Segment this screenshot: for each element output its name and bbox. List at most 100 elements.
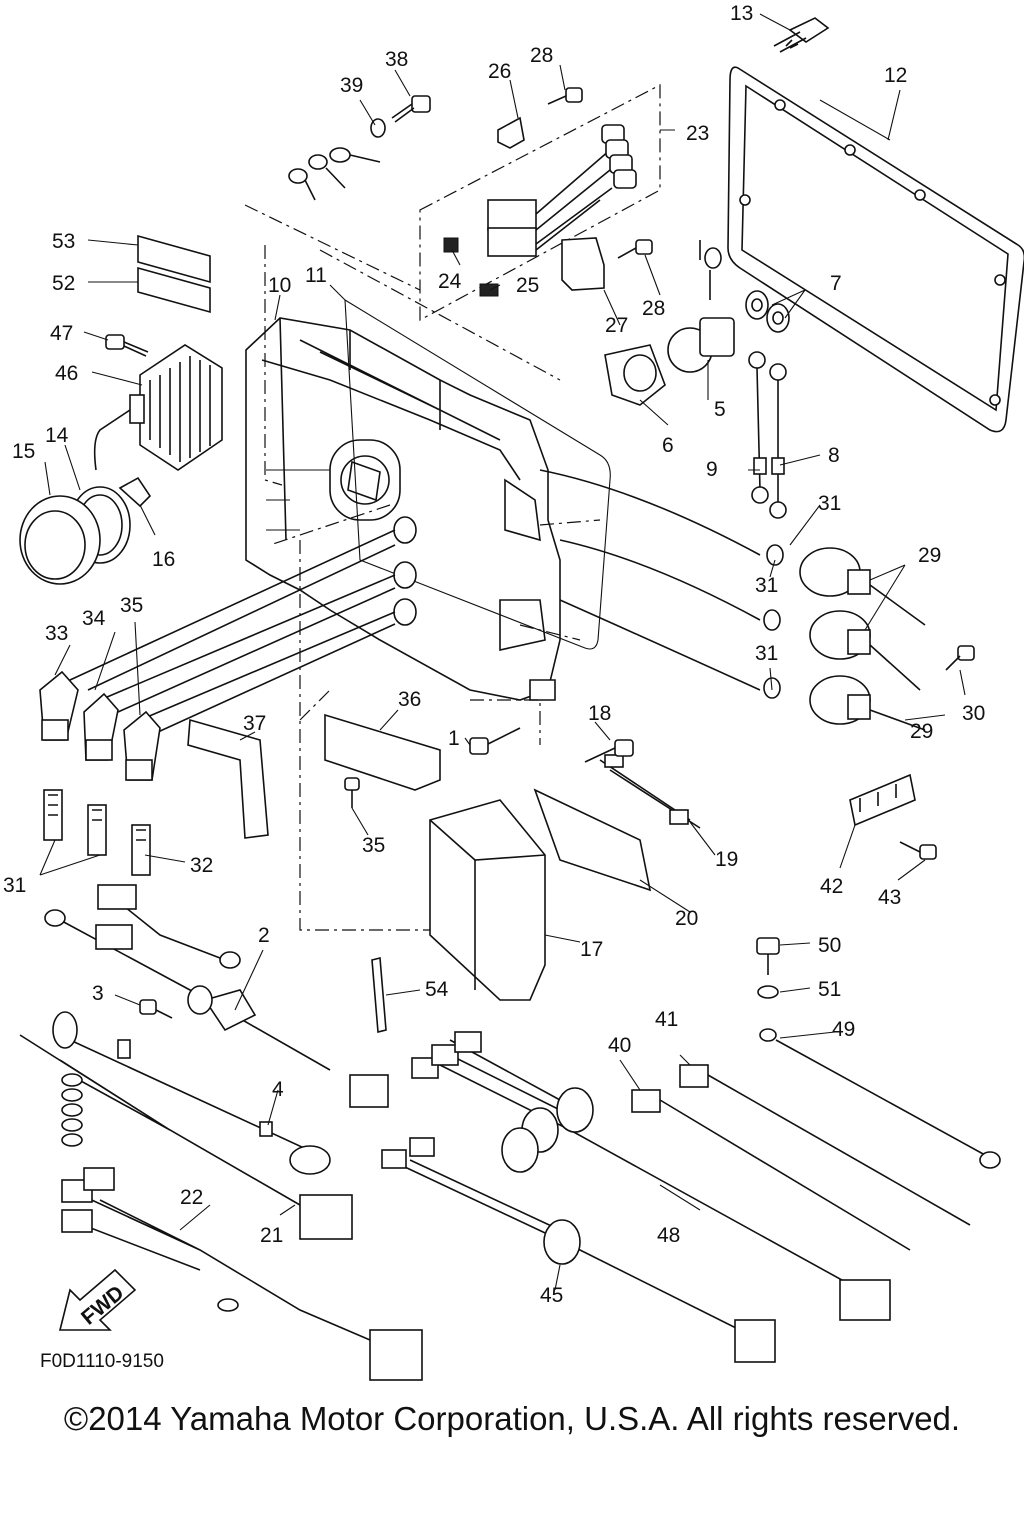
bolt-39-washer-40	[288, 95, 431, 201]
bolt-30	[945, 645, 975, 671]
callout-24: 24	[438, 270, 462, 293]
callout-18: 18	[588, 702, 611, 725]
callout-17: 17	[580, 938, 603, 961]
box-gasket	[344, 298, 611, 650]
cable-4	[52, 1011, 331, 1175]
holder-36	[324, 713, 441, 791]
callout-22: 22	[180, 1186, 203, 1209]
callout-48: 48	[657, 1224, 680, 1247]
callout-44: 43	[878, 886, 901, 909]
callout-28a: 28	[530, 44, 553, 67]
callout-39: 38	[385, 48, 408, 71]
screw-13	[773, 17, 830, 53]
callout-1: 1	[448, 727, 460, 750]
callout-38: 37	[243, 712, 266, 735]
bracket-27	[561, 237, 605, 291]
cover-gasket	[727, 66, 1024, 433]
group-box-23	[419, 84, 661, 322]
bolt-37	[344, 777, 360, 808]
callout-52: 52	[52, 272, 75, 295]
leader-lines	[39, 13, 966, 1291]
bracket-43	[849, 773, 937, 860]
terminal-caps-7	[745, 290, 790, 333]
diagram-code: F0D1110-9150	[40, 1351, 164, 1372]
callout-31c: 31	[755, 642, 778, 665]
screw-3	[139, 999, 173, 1019]
callout-32: 33	[45, 622, 68, 645]
harness-21	[19, 1034, 353, 1240]
spark-plugs	[43, 789, 151, 876]
bracket-20	[533, 739, 701, 892]
guide-lines	[244, 204, 601, 931]
callout-28b: 28	[642, 297, 665, 320]
callout-8: 8	[828, 444, 840, 467]
callout-5: 5	[714, 398, 726, 421]
callout-6: 6	[662, 434, 674, 457]
callout-2: 2	[258, 924, 270, 947]
callout-26: 26	[488, 60, 511, 83]
callout-9: 9	[706, 458, 718, 481]
callout-31a: 31	[818, 492, 841, 515]
cap-14-15	[19, 486, 131, 585]
bolts-28	[547, 87, 653, 259]
spark-plug-caps	[39, 529, 396, 781]
bolt-1	[469, 727, 521, 755]
callout-25: 25	[516, 274, 539, 297]
callout-46: 46	[55, 362, 78, 385]
box-grommets	[393, 516, 417, 626]
callout-12: 12	[884, 64, 907, 87]
callout-35b: 32	[190, 854, 213, 877]
decals-52-53	[137, 234, 211, 314]
callout-41: 40	[608, 1034, 631, 1057]
callout-42: 41	[655, 1008, 678, 1031]
harness-45	[381, 1137, 776, 1363]
cable-tie-54	[371, 956, 387, 1034]
relay-harness	[443, 124, 637, 297]
callout-14: 14	[45, 424, 69, 447]
callout-43: 42	[820, 875, 843, 898]
starter-relay-5	[604, 240, 735, 406]
callout-labels: 13 38 28 26 39 12 23 53 24 25 52 10 11 7…	[3, 2, 985, 1307]
callout-35a: 31	[3, 874, 26, 897]
callout-30: 30	[962, 702, 985, 725]
rectifier-46	[93, 334, 223, 471]
callout-4: 4	[272, 1078, 284, 1101]
callout-47: 47	[50, 322, 73, 345]
callout-27: 27	[605, 314, 628, 337]
clip-16	[118, 476, 152, 508]
bolt-50-washer-51	[756, 937, 1001, 1169]
harness-22	[61, 1167, 423, 1381]
bracket-26	[497, 116, 525, 149]
callout-31b: 31	[755, 574, 778, 597]
ignition-coils	[539, 469, 926, 731]
battery-cable-2	[44, 884, 389, 1108]
callout-53: 53	[52, 230, 75, 253]
callout-51: 51	[818, 978, 841, 1001]
callout-49: 49	[832, 1018, 855, 1041]
callout-29b: 29	[910, 720, 933, 743]
callout-19: 19	[715, 848, 738, 871]
callout-16: 16	[152, 548, 175, 571]
callout-21: 21	[260, 1224, 283, 1247]
callout-33: 34	[82, 607, 106, 630]
callout-13: 13	[730, 2, 753, 25]
callout-23: 23	[686, 122, 709, 145]
callout-40: 39	[340, 74, 363, 97]
callout-11: 11	[305, 264, 327, 287]
fwd-arrow: FWD	[58, 1268, 137, 1331]
callout-36: 36	[398, 688, 421, 711]
wires-8-9	[748, 351, 787, 519]
cdi-unit-17	[429, 799, 546, 1001]
cables-41-42	[631, 1064, 971, 1251]
callout-50: 50	[818, 934, 841, 957]
callout-45: 45	[540, 1284, 563, 1307]
callout-10: 10	[268, 274, 291, 297]
harness-48	[411, 1031, 891, 1321]
callout-34: 35	[120, 594, 143, 617]
callout-54: 54	[425, 978, 449, 1001]
electrical-box	[245, 317, 561, 701]
callout-3: 3	[92, 982, 104, 1005]
copyright-notice: ©2014 Yamaha Motor Corporation, U.S.A. A…	[63, 1400, 961, 1437]
callout-15: 15	[12, 440, 35, 463]
